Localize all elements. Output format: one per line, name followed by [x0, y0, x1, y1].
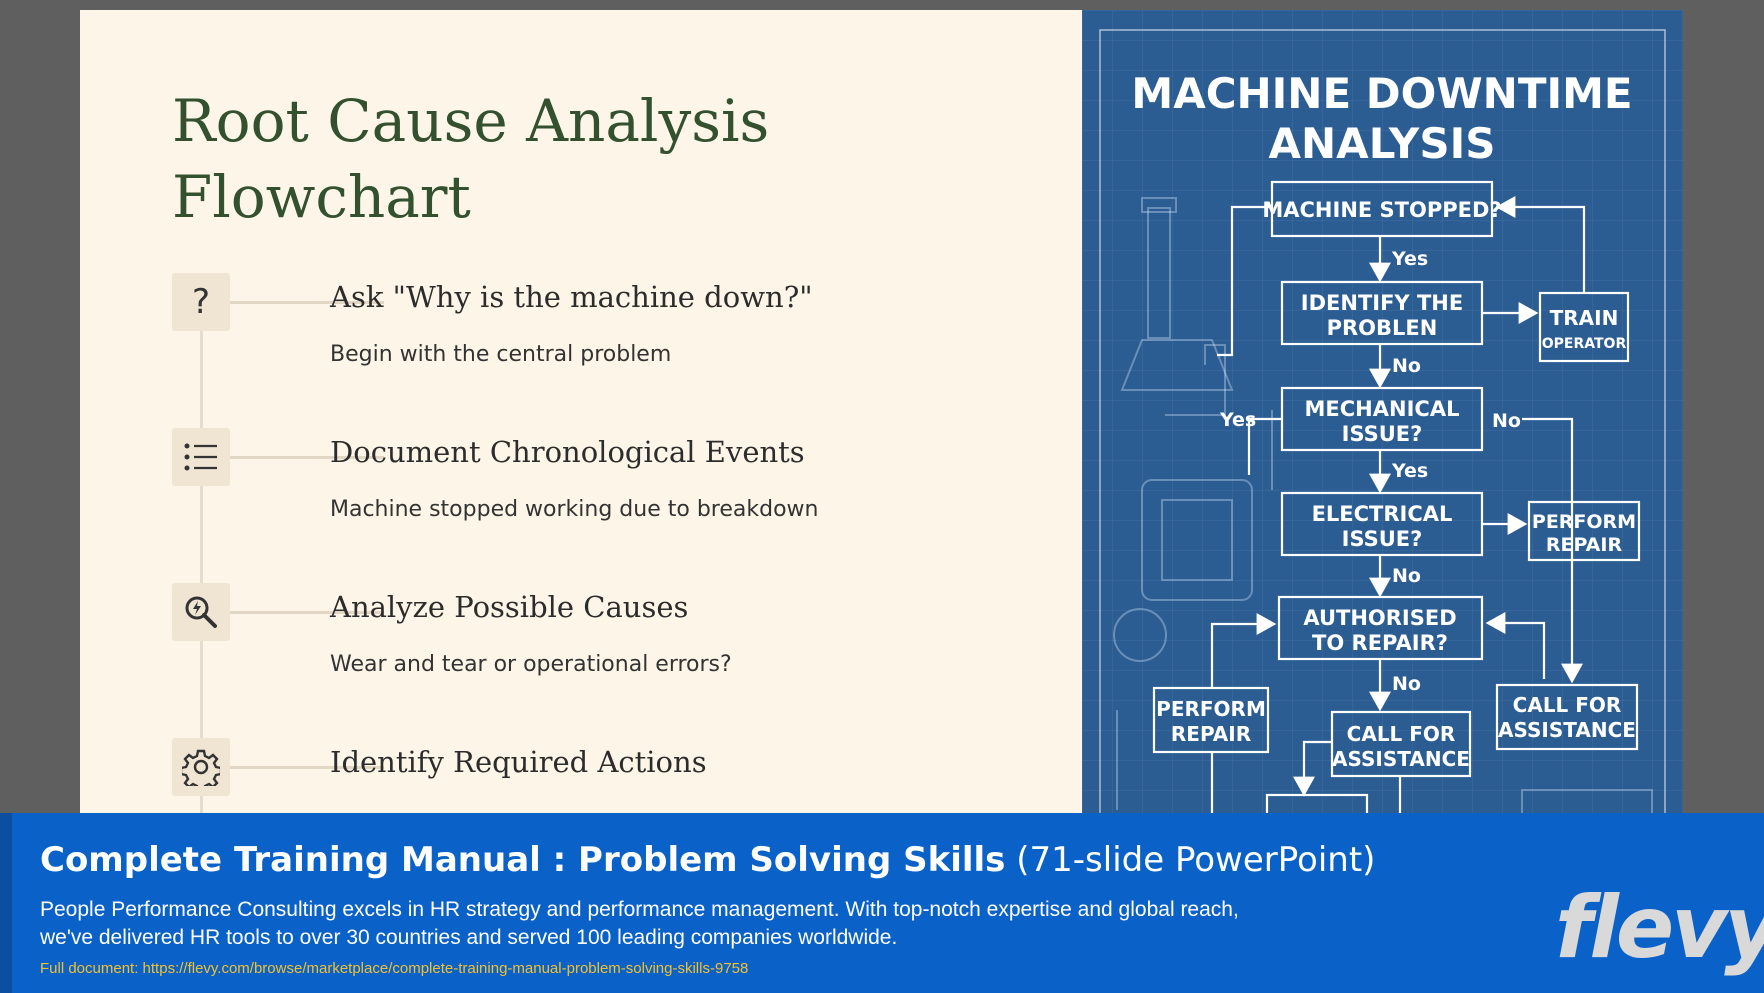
banner-title: Complete Training Manual : Problem Solvi…	[40, 840, 1375, 880]
box-train-line2: OPERATOR	[1542, 336, 1627, 352]
timeline-line	[200, 330, 203, 813]
question-mark-icon: ?	[172, 273, 230, 331]
step-title: Analyze Possible Causes	[330, 590, 689, 624]
box-perform-repair-left-line2: REPAIR	[1171, 722, 1251, 746]
step-connector	[230, 456, 384, 459]
box-authorised-line1: AUTHORISED	[1303, 606, 1456, 630]
edge-label-no-2: No	[1392, 565, 1421, 587]
slide-title: Root Cause Analysis Flowchart	[172, 87, 770, 231]
banner-title-bold: Complete Training Manual : Problem Solvi…	[40, 840, 1006, 880]
box-authorised-line2: TO REPAIR?	[1312, 631, 1448, 655]
edge-label-no: No	[1392, 355, 1421, 377]
slide: Root Cause Analysis Flowchart ? Ask "Why…	[80, 10, 1683, 813]
edge-label-yes-left: Yes	[1219, 409, 1256, 431]
box-call-right-line1: CALL FOR	[1513, 693, 1622, 717]
step-connector	[230, 301, 384, 304]
step-title: Ask "Why is the machine down?"	[330, 280, 813, 314]
edge-label-yes: Yes	[1391, 248, 1428, 270]
box-call-center-line2: ASSISTANCE	[1332, 747, 1470, 771]
flevy-logo[interactable]: flevy	[1555, 878, 1764, 978]
box-mechanical-line1: MECHANICAL	[1305, 397, 1460, 421]
box-identify-line1: IDENTIFY THE	[1301, 291, 1463, 315]
box-call-right-line2: ASSISTANCE	[1498, 718, 1636, 742]
downtime-flowchart-image: MACHINE DOWNTIME ANALYSIS	[1082, 10, 1683, 813]
step-title: Document Chronological Events	[330, 435, 805, 469]
step-description: Begin with the central problem	[330, 342, 672, 367]
gear-icon	[172, 738, 230, 796]
full-document-link[interactable]: Full document: https://flevy.com/browse/…	[40, 960, 749, 977]
box-perform-repair-right-line1: PERFORM	[1532, 511, 1636, 533]
list-icon	[172, 428, 230, 486]
step-title: Identify Required Actions	[330, 745, 707, 779]
box-electrical-line2: ISSUE?	[1342, 527, 1423, 551]
box-electrical-line1: ELECTRICAL	[1312, 502, 1453, 526]
box-train-line1: TRAIN	[1550, 306, 1619, 330]
edge-label-no-3: No	[1392, 673, 1421, 695]
edge-label-yes-2: Yes	[1391, 460, 1428, 482]
flowchart-title-line2: ANALYSIS	[1269, 119, 1496, 168]
box-identify-line2: PROBLEN	[1327, 316, 1438, 340]
step-description: Machine stopped working due to breakdown	[330, 497, 819, 522]
magnifier-icon	[172, 583, 230, 641]
box-perform-repair-left-line1: PERFORM	[1156, 697, 1266, 721]
promo-banner: Complete Training Manual : Problem Solvi…	[0, 813, 1764, 993]
edge-label-no-right: No	[1492, 410, 1521, 432]
step-description: Wear and tear or operational errors?	[330, 652, 732, 677]
step-connector	[230, 766, 384, 769]
box-call-center-line1: CALL FOR	[1347, 722, 1456, 746]
box-machine-stopped: MACHINE STOPPED?	[1262, 198, 1501, 222]
step-connector	[230, 611, 384, 614]
box-mechanical-line2: ISSUE?	[1342, 422, 1423, 446]
flowchart-title-line1: MACHINE DOWNTIME	[1131, 69, 1632, 118]
banner-title-light: (71-slide PowerPoint)	[1016, 840, 1376, 880]
banner-description: People Performance Consulting excels in …	[40, 898, 1239, 949]
box-perform-repair-right-line2: REPAIR	[1546, 534, 1623, 556]
banner-edge	[0, 813, 12, 993]
